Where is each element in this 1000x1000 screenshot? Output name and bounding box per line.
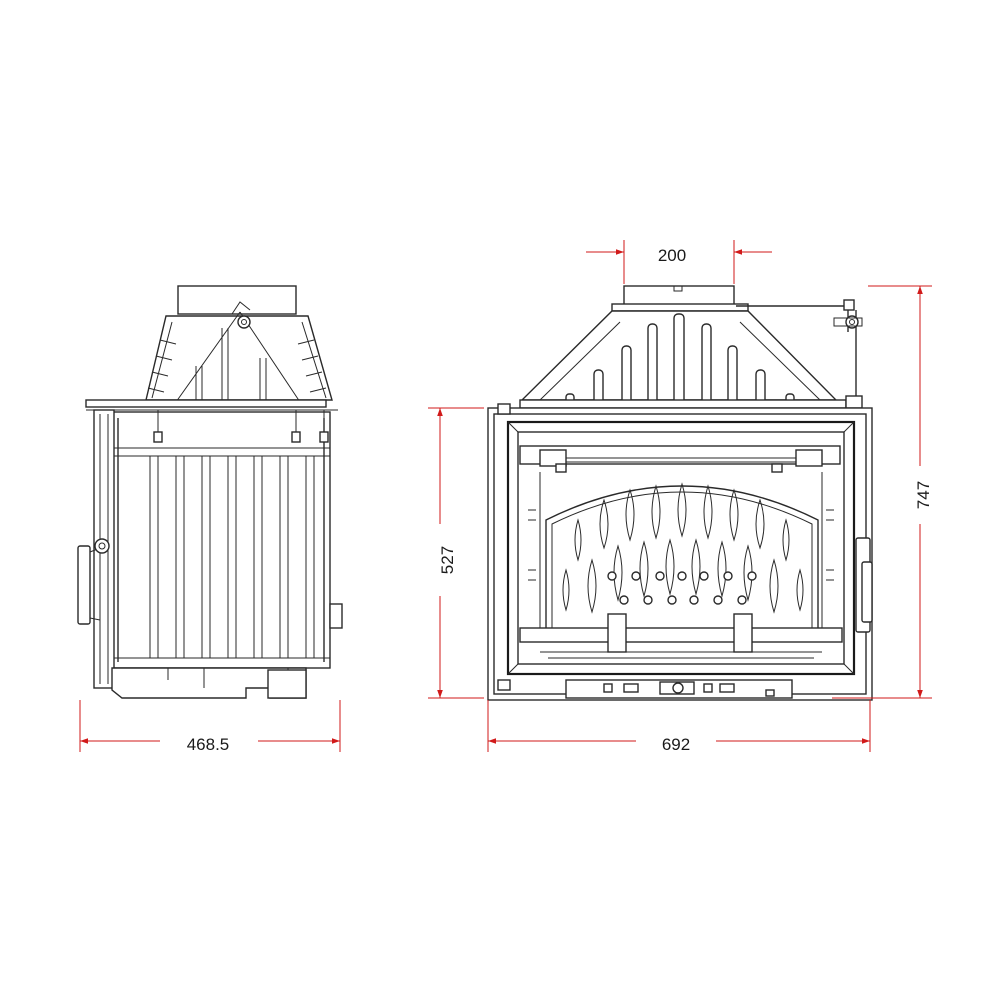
front-view bbox=[487, 285, 873, 701]
dim-total-height-label: 747 bbox=[914, 481, 933, 509]
front-glass-frame bbox=[506, 420, 856, 676]
dim-total-height: 747 bbox=[832, 285, 933, 699]
dim-side-depth: 468.5 bbox=[79, 700, 341, 754]
side-view bbox=[77, 285, 343, 699]
front-log-rest-right bbox=[733, 613, 753, 653]
side-door-handle bbox=[77, 545, 91, 625]
dim-side-depth-label: 468.5 bbox=[187, 735, 230, 754]
front-back-panel bbox=[545, 482, 819, 630]
dim-front-width-label: 692 bbox=[662, 735, 690, 754]
dim-flue-diameter-label: 200 bbox=[658, 246, 686, 265]
front-damper-knob bbox=[845, 315, 859, 329]
front-grate bbox=[519, 627, 843, 643]
side-body bbox=[111, 411, 331, 669]
side-flue-collar bbox=[177, 285, 297, 315]
side-handle-knob bbox=[94, 538, 110, 554]
dim-flue-diameter: 200 bbox=[586, 240, 772, 284]
side-damper-pivot bbox=[237, 315, 251, 329]
front-top-rail bbox=[519, 399, 847, 409]
side-top-rail bbox=[85, 399, 327, 408]
side-top-bolts bbox=[153, 410, 329, 443]
dim-front-width: 692 bbox=[487, 700, 871, 754]
front-top-plate bbox=[611, 303, 749, 312]
front-air-slots bbox=[603, 683, 775, 697]
side-rear-foot bbox=[267, 669, 307, 699]
dimension-lines: 468.5 692 527 747 200 bbox=[79, 240, 933, 754]
front-log-rest-left bbox=[607, 613, 627, 653]
dim-front-height: 527 bbox=[428, 407, 484, 699]
front-deflector bbox=[519, 445, 841, 465]
side-body-ribs bbox=[149, 456, 315, 658]
dim-front-height-label: 527 bbox=[438, 546, 457, 574]
side-air-control bbox=[329, 603, 343, 629]
